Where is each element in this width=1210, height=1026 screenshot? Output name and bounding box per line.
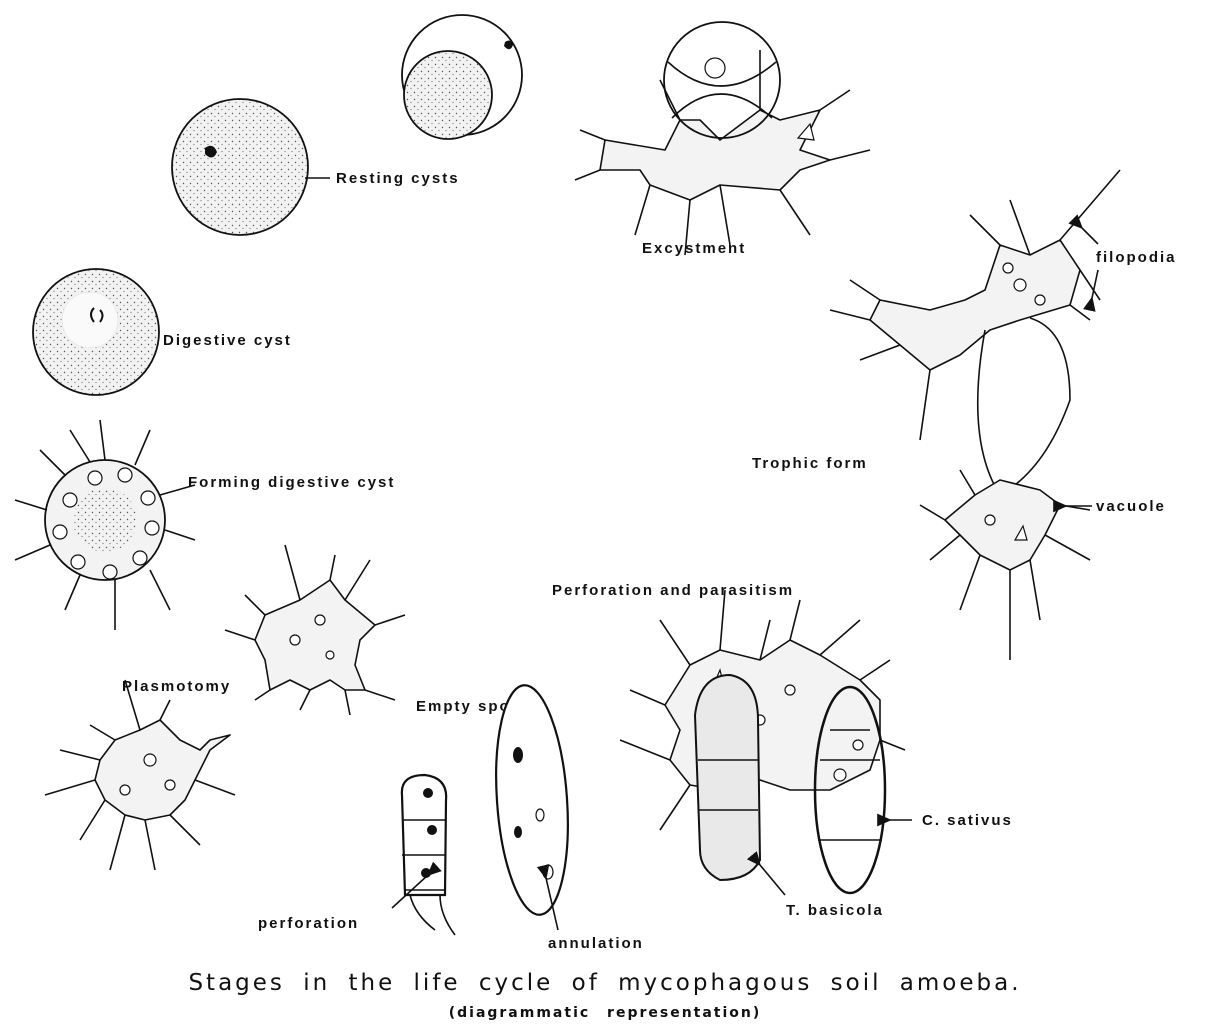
- parasitism-stage: [620, 590, 905, 893]
- trophic-form-label: Trophic form: [752, 455, 868, 472]
- empty-spore-oval: [489, 683, 575, 917]
- t-basicola-label: T. basicola: [786, 902, 884, 919]
- vacuole-label: vacuole: [1096, 498, 1166, 515]
- resting-cyst-large: [172, 99, 308, 235]
- plasmotomy-upper: [225, 545, 405, 715]
- digestive-cyst: [33, 269, 159, 395]
- empty-spore-chain: [402, 775, 455, 935]
- excystment-label: Excystment: [642, 240, 746, 257]
- annulation-label: annulation: [548, 935, 644, 952]
- excystment-stage: [575, 22, 870, 255]
- perforation-label: perforation: [258, 915, 359, 932]
- forming-digestive-cyst-label: Forming digestive cyst: [188, 474, 395, 491]
- plasmotomy-label: Plasmotomy: [122, 678, 231, 695]
- t-basicola-arrow: [760, 865, 785, 895]
- resting-cyst-encysted: [402, 15, 522, 139]
- figure-title: Stages in the life cycle of mycophagous …: [188, 970, 1021, 996]
- figure-subtitle: (diagrammatic representation): [449, 1005, 762, 1021]
- digestive-cyst-label: Digestive cyst: [163, 332, 292, 349]
- c-sativus-label: C. sativus: [922, 812, 1013, 829]
- filopodia-arrow-top: [1082, 228, 1098, 244]
- filopodia-label: filopodia: [1096, 249, 1177, 266]
- resting-cysts-label: Resting cysts: [336, 170, 460, 187]
- perforation-and-parasitism-label: Perforation and parasitism: [552, 582, 794, 599]
- trophic-form: [830, 170, 1120, 660]
- forming-digestive-cyst: [15, 420, 195, 630]
- plasmotomy-lower: [45, 680, 235, 870]
